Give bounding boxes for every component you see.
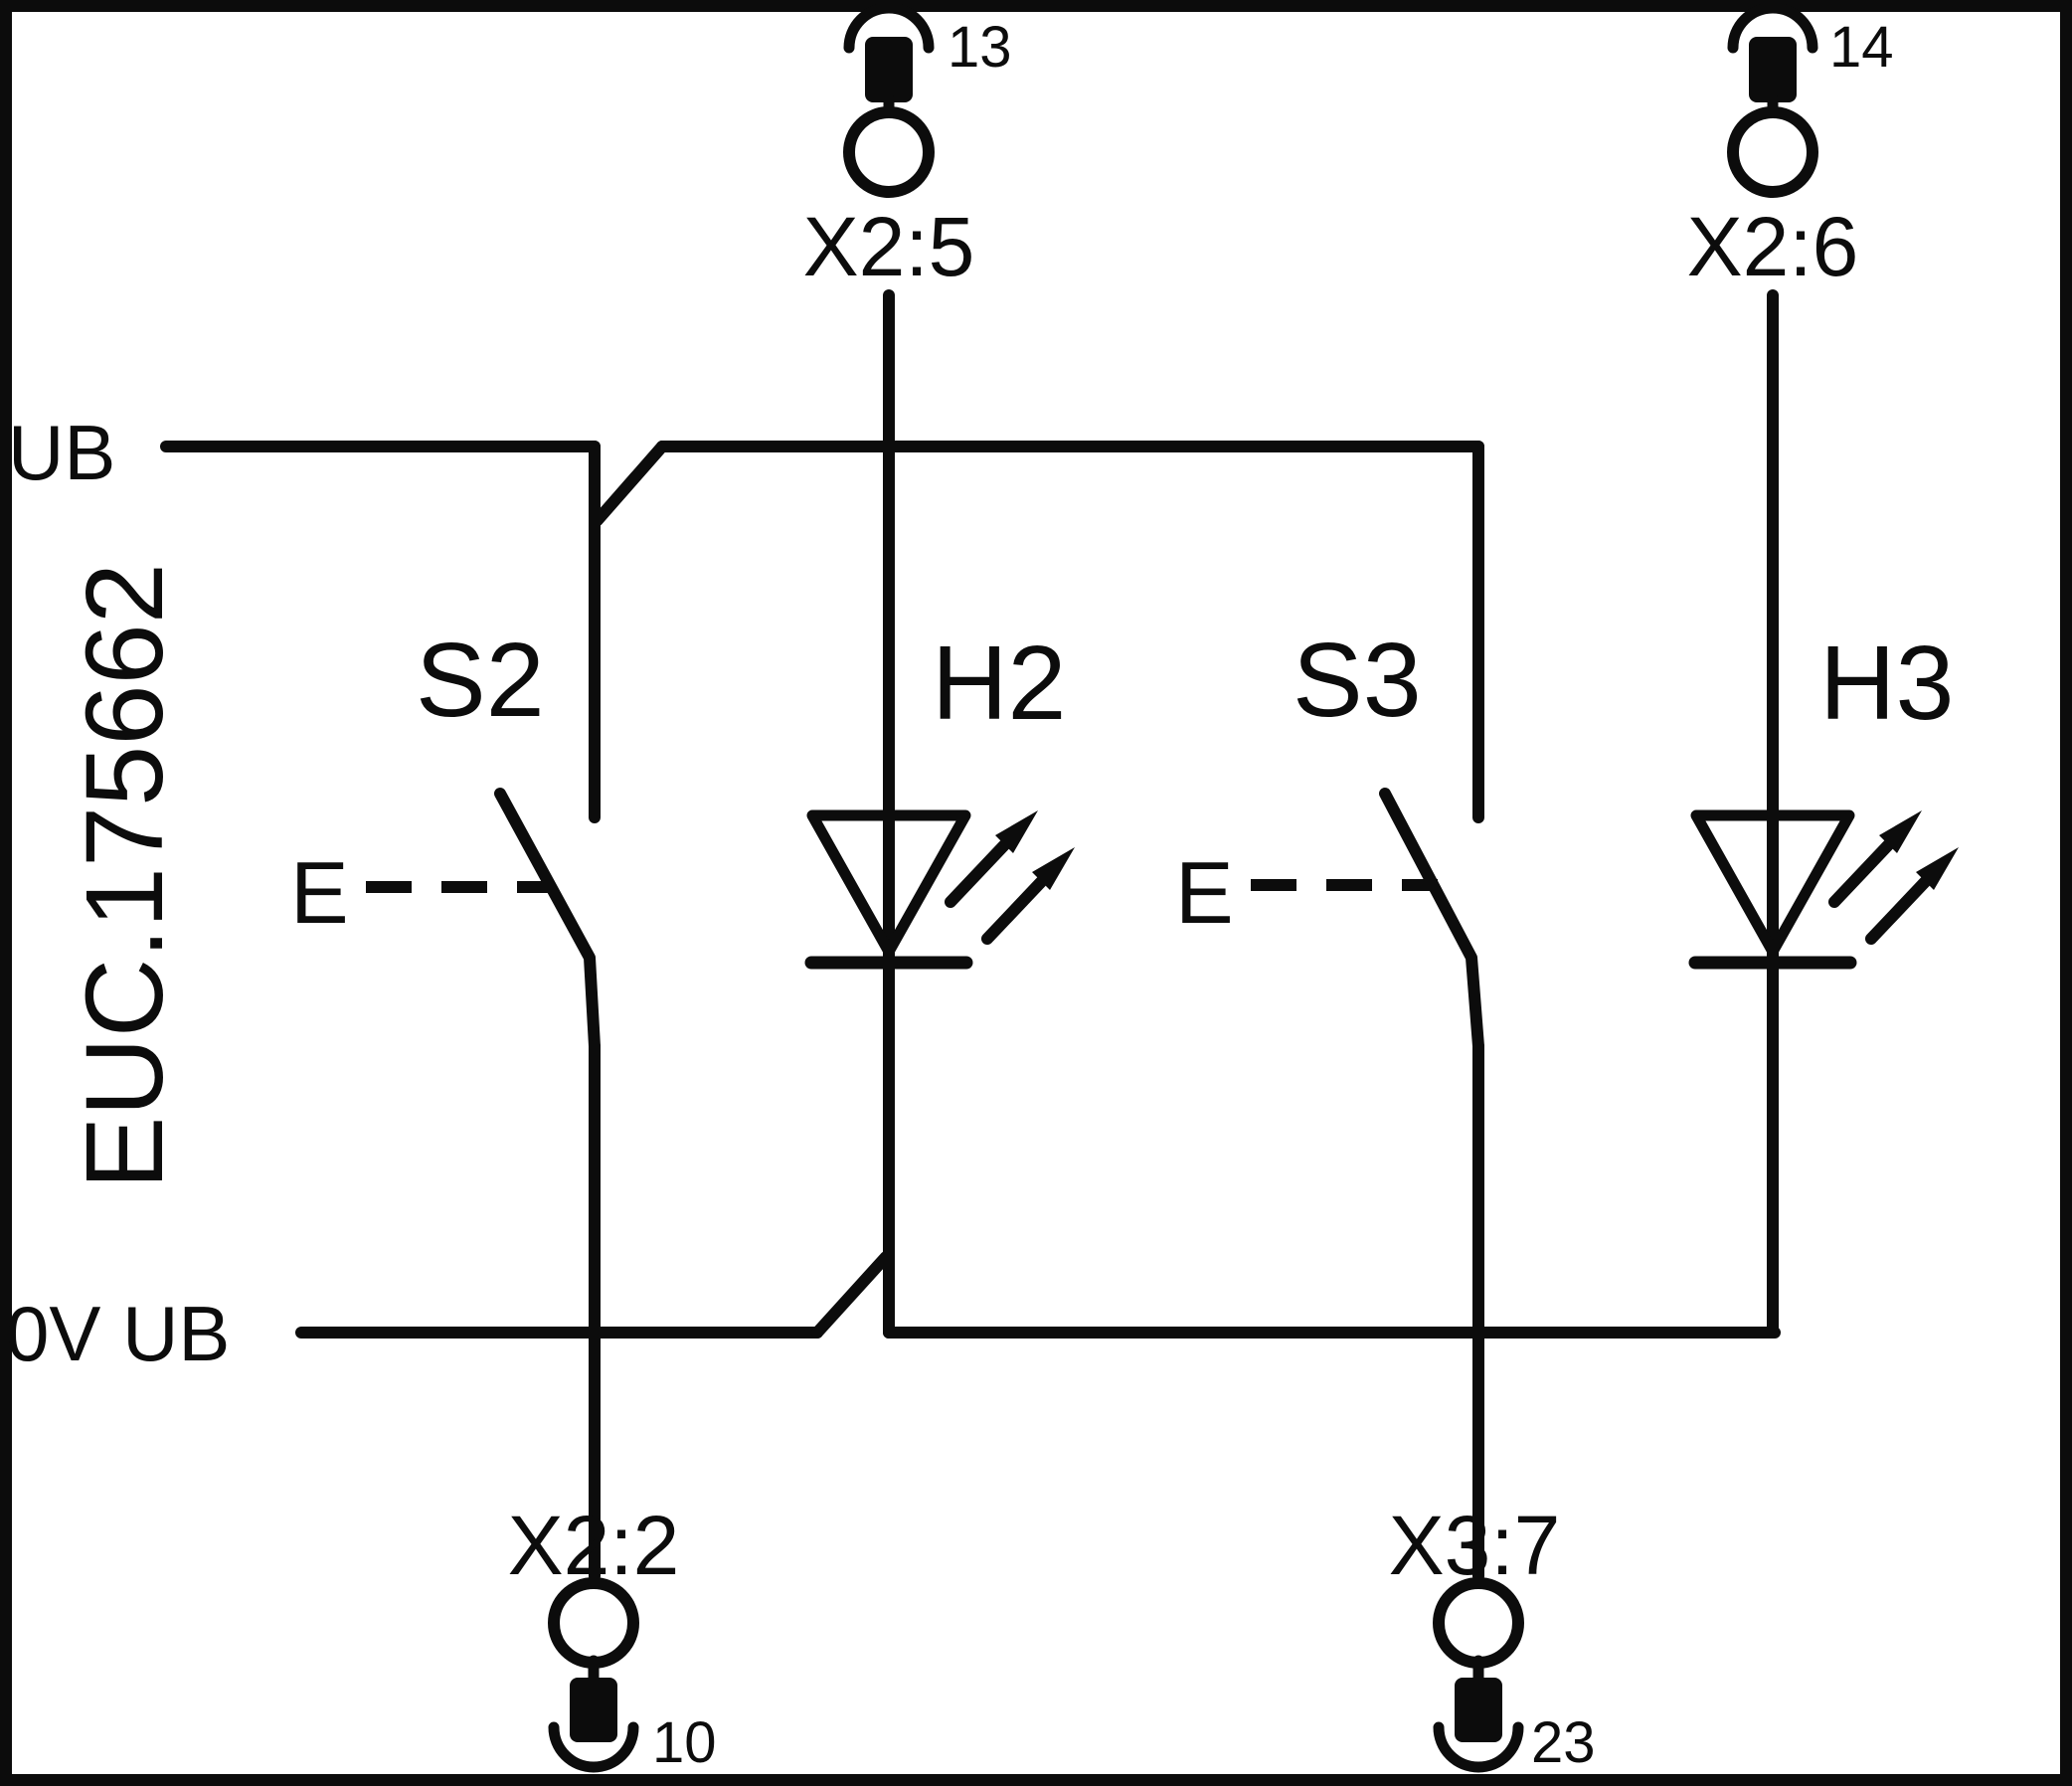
zero-volt-rail-branch-diagonal: [811, 1251, 892, 1339]
h3-label: H3: [1819, 625, 1955, 742]
terminal-circle-icon: [843, 106, 935, 198]
bulkhead-arc-icon: [1433, 1721, 1524, 1773]
connector-pin-icon: [570, 1678, 617, 1742]
terminal-id-label: X3:7: [1389, 1499, 1561, 1592]
h3-arrow2-head: [1916, 847, 1959, 890]
h2-arrow2-shaft: [981, 876, 1047, 945]
ub-rail: UB: [8, 409, 1484, 526]
h2-arrow1-head: [995, 810, 1038, 853]
terminal-x2-5: 13 X2:5: [803, 2, 1012, 293]
bulkhead-arc-icon: [1727, 2, 1818, 54]
h3-light-arrows-icon: [1828, 810, 1959, 945]
bulkhead-arc-icon: [548, 1721, 639, 1773]
h3-arrow1-shaft: [1828, 839, 1894, 908]
switch-s3: E S3: [1175, 441, 1484, 1582]
terminal-circle-icon: [1433, 1577, 1524, 1669]
terminal-pin-number: 14: [1829, 15, 1894, 80]
s2-actuator-label: E: [290, 843, 349, 942]
s3-lever: [1379, 788, 1484, 1052]
connector-pin-icon: [865, 37, 913, 102]
s2-lever: [494, 788, 601, 1052]
ub-rail-label: UB: [8, 409, 115, 496]
terminal-pin-number: 23: [1531, 1710, 1596, 1775]
terminal-id-label: X2:5: [803, 200, 975, 293]
drawing-id-label: EUC.175662: [64, 563, 186, 1189]
terminal-pin-number: 13: [948, 15, 1012, 80]
terminal-x2-2: X2:2 10: [508, 1499, 717, 1775]
s3-label: S3: [1293, 622, 1422, 739]
terminal-id-label: X2:6: [1687, 200, 1859, 293]
h3-arrow1-head: [1879, 810, 1922, 853]
h2-arrow2-head: [1032, 847, 1075, 890]
ub-rail-branch-diagonal: [592, 441, 668, 526]
terminal-x2-6: 14 X2:6: [1687, 2, 1894, 293]
lamp-h3: H3: [1688, 289, 1959, 1339]
connector-pin-icon: [1749, 37, 1797, 102]
h3-arrow2-shaft: [1865, 876, 1931, 945]
h3-led-triangle-icon: [1690, 809, 1855, 958]
switch-s2: E S2: [290, 441, 601, 1582]
connector-pin-icon: [1455, 1678, 1502, 1742]
terminal-pin-number: 10: [652, 1710, 717, 1775]
terminal-x3-7: X3:7 23: [1389, 1499, 1596, 1775]
h2-led-triangle-icon: [806, 809, 971, 958]
terminal-circle-icon: [548, 1577, 639, 1669]
terminal-circle-icon: [1727, 106, 1818, 198]
s2-label: S2: [416, 622, 545, 739]
zero-volt-rail: 0V UB: [6, 1251, 1781, 1377]
bulkhead-arc-icon: [843, 2, 935, 54]
terminal-id-label: X2:2: [508, 1499, 680, 1592]
h2-light-arrows-icon: [945, 810, 1075, 945]
s3-actuator-label: E: [1175, 843, 1234, 942]
h2-label: H2: [932, 625, 1067, 742]
zero-volt-rail-label: 0V UB: [6, 1290, 230, 1377]
h2-arrow1-shaft: [945, 839, 1010, 908]
lamp-h2: H2: [804, 289, 1075, 1339]
